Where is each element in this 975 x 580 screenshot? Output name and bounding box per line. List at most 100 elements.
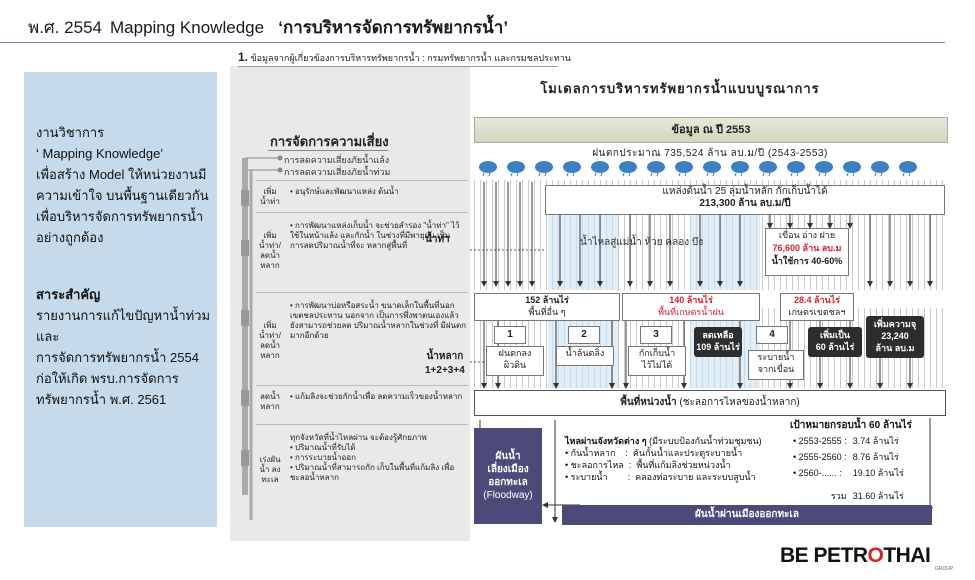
rain-cloud-icon [898, 160, 918, 177]
rain-cloud-icon [870, 160, 890, 177]
mid-box-value: 140 ล้านไร่ [669, 295, 713, 305]
mid-box-label: เกษตรเขตชลฯ [788, 307, 846, 317]
other-area-box: 152 ล้านไร่ พื้นที่อื่น ๆ [474, 293, 620, 321]
header-title-prefix: Mapping Knowledge [110, 18, 265, 37]
reduced-area-bubble: ลดเหลือ 109 ล้านไร่ [694, 327, 742, 357]
province-title: ไหลผ่านจังหวัดต่าง ๆ [565, 436, 647, 446]
logo-accent: O [867, 544, 884, 567]
rain-cloud-icon [758, 160, 778, 177]
logo-part: THAI [883, 544, 931, 567]
risk-row-description: • อนุรักษ์และพัฒนาแหล่ง ต้นน้ำ [290, 187, 399, 196]
section-heading: 1. ข้อมูลจากผู้เกี่ยวข้องการบริหารทรัพยา… [238, 50, 571, 65]
rain-cloud-icon [730, 160, 750, 177]
rain-cloud-icon [646, 160, 666, 177]
goal-value: 3.74 ล้านไร่ [852, 436, 899, 446]
province-item: • ระบายน้ำ : คลองท่อระบาย และระบบสูบน้ำ [565, 472, 756, 482]
river-flow-label: น้ำไหลสู่แม่น้ำ ห้วย คลอง บึง [580, 237, 704, 248]
risk-panel-background [230, 66, 470, 541]
floodway-line: เลี่ยงเมือง [487, 464, 529, 475]
floodway-box: ผันน้ำ เลี่ยงเมือง ออกทะเล (Floodway) [474, 428, 542, 524]
bubble-line: ล้าน ลบ.ม [875, 343, 915, 353]
intro-line: อย่างถูกต้อง [36, 230, 104, 245]
drought-risk-label: การลดความเสี่ยงภัยน้ำแล้ง [284, 155, 390, 165]
rain-cloud-icon [786, 160, 806, 177]
header-title-main: ‘การบริหารจัดการทรัพยากรน้ำ’ [278, 18, 509, 37]
mid-box-label: พื้นที่อื่น ๆ [528, 307, 566, 317]
bubble-line: เพิ่มเป็น [820, 330, 850, 340]
bubble-line: 23,240 [881, 331, 909, 341]
intro-line: งานวิชาการ [36, 125, 105, 140]
floodway-line: ผันน้ำ [495, 451, 521, 462]
key-text: สาระสำคัญ รายงานการแก้ไขปัญหาน้ำท่วม และ… [36, 284, 217, 410]
step-line: ฝนตกลง [498, 348, 532, 358]
mid-box-value: 152 ล้านไร่ [525, 295, 569, 305]
bubble-line: ลดเหลือ [702, 330, 734, 340]
goal-value: 19.10 ล้านไร่ [852, 468, 904, 478]
goal-value: 8.76 ล้านไร่ [852, 452, 899, 462]
step-line: น้ำล้นตลิ่ง [565, 348, 605, 358]
step-box: ฝนตกลง ผิวดิน [486, 346, 544, 376]
header-divider [0, 42, 945, 43]
key-title: สาระสำคัญ [36, 287, 101, 302]
risk-row-category: เร่งผัน น้ำ ลงทะเล [259, 455, 281, 484]
rain-cloud-icon [506, 160, 526, 177]
step-number: 2 [568, 326, 600, 344]
logo-part: BE PETR [780, 544, 868, 567]
section-text: ข้อมูลจากผู้เกี่ยวข้องการบริหารทรัพยากรน… [250, 53, 571, 63]
source-line1: แหล่งต้นน้ำ 25 ลุ่มน้ำหลัก กักเก็บน้ำได้ [662, 186, 828, 197]
goal-value: 31.60 ล้านไร่ [852, 491, 904, 501]
step-line: ระบายน้ำ [757, 352, 795, 362]
dam-capacity: 76,600 ล้าน ลบ.ม [772, 243, 842, 253]
risk-row: เพิ่ม น้ำท่า • อนุรักษ์และพัฒนาแหล่ง ต้น… [256, 180, 468, 211]
irrigated-area-box: 28.4 ล้านไร่ เกษตรเขตชลฯ [780, 293, 854, 321]
section-divider [238, 66, 558, 67]
key-line: การจัดการทรัพยากรน้ำ 2554 [36, 350, 199, 365]
province-title-note: (มีระบบป้องกันน้ำท่วมชุมชน) [646, 436, 762, 446]
rain-cloud-icon [814, 160, 834, 177]
step-box: น้ำล้นตลิ่ง [556, 346, 614, 366]
step-box: ระบายน้ำ จากเขื่อน [748, 350, 804, 380]
data-year-box: ข้อมูล ณ ปี 2553 [474, 117, 948, 143]
goal-row: • 2553-2555 :3.74 ล้านไร่ [790, 433, 907, 449]
company-logo: BE PETROTHAI [780, 544, 931, 568]
header-title: Mapping Knowledge ‘การบริหารจัดการทรัพยา… [110, 14, 508, 41]
province-flow-block: ไหลผ่านจังหวัดต่าง ๆ (มีระบบป้องกันน้ำท่… [565, 435, 762, 483]
rain-cloud-icon [562, 160, 582, 177]
left-info-panel: งานวิชาการ ‘ Mapping Knowledge’ เพื่อสร้… [24, 72, 217, 527]
risk-row-category: ลดน้ำ หลาก [259, 392, 281, 411]
flood-label: น้ำหลาก 1+2+3+4 [425, 350, 465, 378]
step-number: 3 [640, 326, 672, 344]
flood-risk-label: การลดความเสี่ยงภัยน้ำท่วม [284, 167, 391, 177]
risk-row-category: เพิ่ม น้ำท่า [260, 187, 280, 206]
watershed-source-box: แหล่งต้นน้ำ 25 ลุ่มน้ำหลัก กักเก็บน้ำได้… [545, 185, 945, 215]
target-goal-block: เป้าหมายกรอบน้ำ 60 ล้านไร่ • 2553-2555 :… [790, 418, 912, 504]
rain-cloud-icon [842, 160, 862, 177]
bubble-line: 60 ล้านไร่ [815, 342, 855, 352]
rain-cloud-icon [674, 160, 694, 177]
step-number: 1 [494, 326, 526, 344]
risk-row-description: ทุกจังหวัดที่น้ำไหลผ่าน จะต้องรู้ศักยภาพ… [290, 433, 455, 482]
goal-period: • 2560-...... : [793, 468, 842, 478]
runoff-label: น้ำท่า [425, 234, 450, 245]
province-item: • ชะลอการไหล : พื้นที่แก้มลิงช่วยหน่วงน้… [565, 460, 731, 470]
risk-row-description: • แก้มลิงจะช่วยกักน้ำเพื่อ ลดความเร็วของ… [290, 392, 463, 401]
retention-area-bar: พื้นที่หน่วงน้ำ (ชะลอการไหลของน้ำหลาก) [474, 390, 946, 416]
capacity-bubble: เพิ่มความจุ 23,240 ล้าน ลบ.ม [866, 316, 924, 358]
intro-line: ความเข้าใจ บนพื้นฐานเดียวกัน [36, 188, 209, 203]
risk-row: เพิ่ม น้ำท่า/ ลดน้ำ หลาก • การพัฒนาบ่อหร… [256, 292, 468, 383]
step-number: 4 [756, 326, 788, 344]
step-box: กักเก็บน้ำ ไว้ไม่ได้ [628, 346, 686, 376]
risk-title-underline [268, 150, 388, 151]
goal-title: เป้าหมายกรอบน้ำ 60 ล้านไร่ [790, 420, 912, 431]
intro-line: เพื่อบริหารจัดการทรัพยากรน้ำ [36, 209, 204, 224]
header-year: พ.ศ. 2554 [28, 18, 102, 37]
risk-row-description: • การพัฒนาบ่อหรือสระน้ำ ขนาดเล็กในพื้นที… [290, 301, 467, 340]
intro-line: ‘ Mapping Knowledge’ [36, 146, 164, 161]
risk-row-category: เพิ่ม น้ำท่า/ ลดน้ำ หลาก [259, 231, 281, 270]
risk-row: เพิ่ม น้ำท่า/ ลดน้ำ หลาก • การพัฒนาแหล่ง… [256, 212, 468, 291]
step-line: ผิวดิน [503, 360, 527, 370]
mid-box-label: พื้นที่เกษตรน้ำฝน [658, 307, 724, 317]
source-line2: 213,300 ล้าน ลบ.ม/ปี [699, 198, 791, 209]
risk-row: เร่งผัน น้ำ ลงทะเล ทุกจังหวัดที่น้ำไหลผ่… [256, 424, 468, 525]
